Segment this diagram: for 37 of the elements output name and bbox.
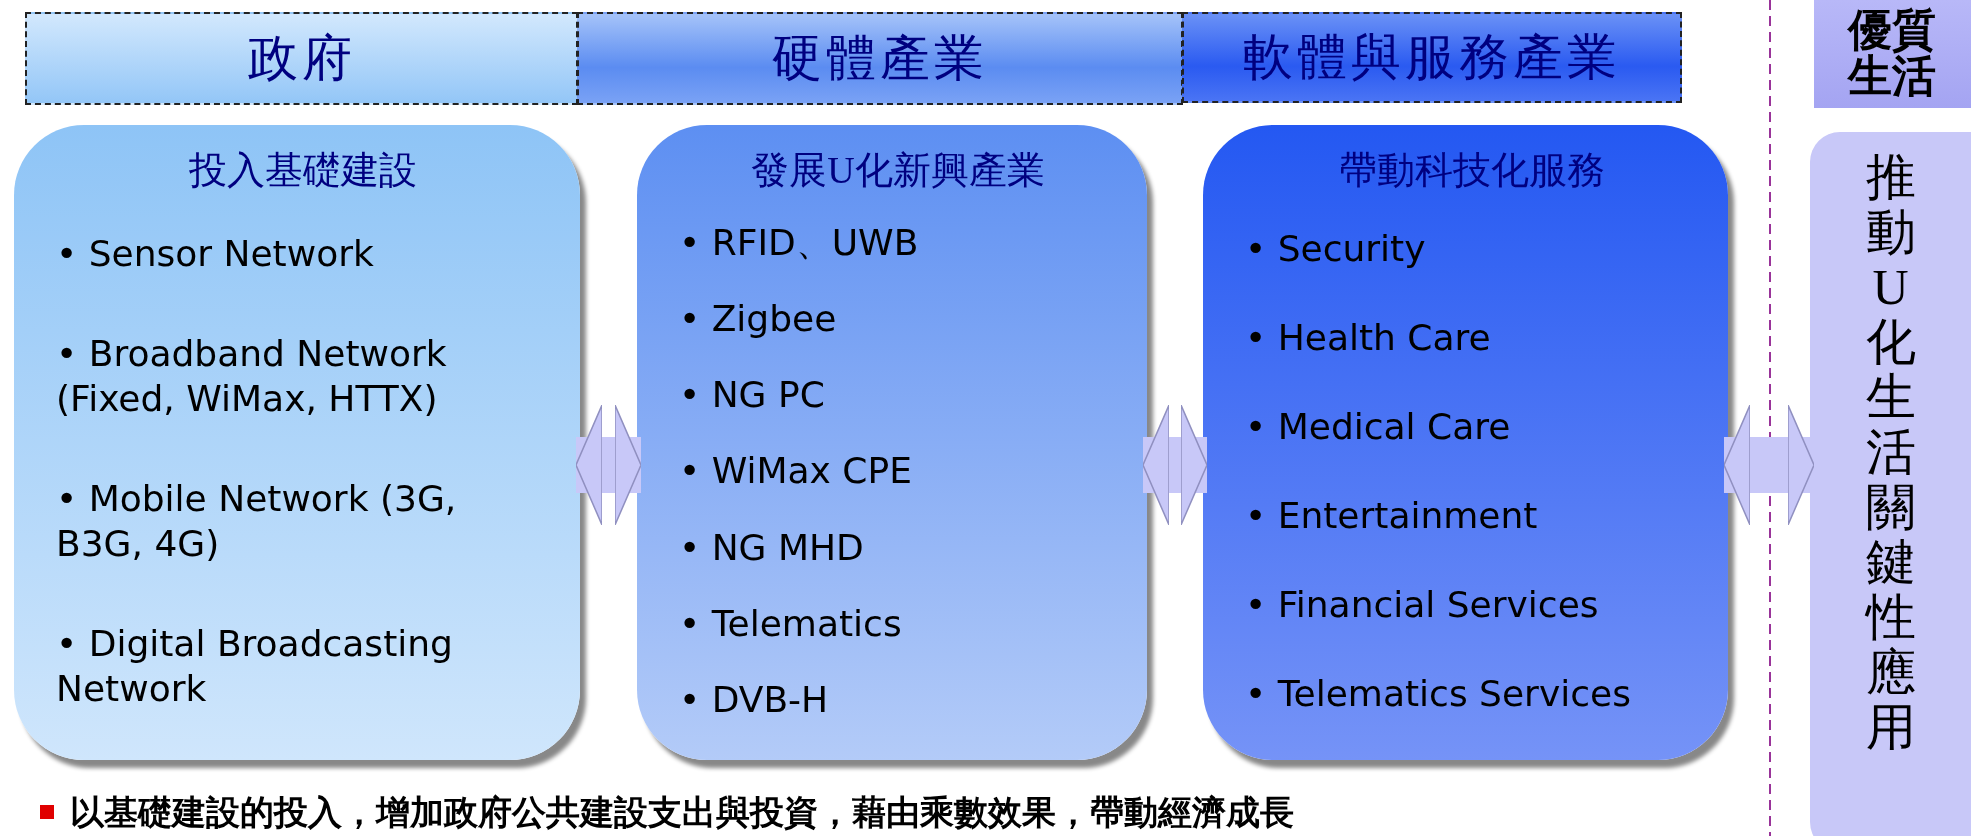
double-arrow (1723, 404, 1815, 526)
bullet-item: • Sensor Network (56, 232, 375, 277)
note-text: 以基礎建設的投入，增加政府公共建設支出與投資，藉由乘數效果，帶動經濟成長 (70, 793, 1294, 833)
bullet-item: • Digital Broadcasting Network (56, 621, 454, 711)
bullet-item: • Entertainment (1245, 494, 1539, 538)
category-label: 優質生活 (1846, 7, 1938, 101)
bullet-item: • Telematics Services (1245, 672, 1632, 716)
bullet-item: • NG MHD (679, 525, 865, 570)
column-panel (14, 125, 580, 760)
header-band (1182, 12, 1682, 103)
column-heading: 發展U化新興產業 (750, 148, 1046, 193)
bullet-item: • Financial Services (1245, 583, 1600, 627)
bullet-item: • Security (1245, 227, 1427, 271)
bullet-item: • Broadband Network (Fixed, WiMax, HTTX) (56, 332, 448, 422)
bullet-item: • Health Care (1245, 316, 1492, 360)
band-label: 軟體與服務產業 (1243, 28, 1621, 87)
band-label: 硬體產業 (772, 29, 988, 88)
bullet-item: • Medical Care (1245, 405, 1512, 449)
double-arrow (575, 404, 642, 526)
bullet-item: • RFID、UWB (679, 220, 920, 265)
column-heading: 帶動科技化服務 (1337, 148, 1606, 193)
bullet-item: • Telematics (679, 602, 903, 647)
bullet-item: • Zigbee (679, 296, 838, 341)
header-band (25, 12, 578, 105)
column-heading: 投入基礎建設 (188, 148, 418, 193)
bullet-item: • DVB-H (679, 678, 830, 723)
bullet-item: • NG PC (679, 373, 826, 418)
column-panel (637, 125, 1147, 760)
vertical-label: 推動U化生活關鍵性應用 (1865, 150, 1916, 757)
column-panel (1203, 125, 1728, 760)
bullet-item: • Mobile Network (3G, B3G, 4G) (56, 476, 458, 566)
bullet-item: • WiMax CPE (679, 449, 913, 494)
category-box (1814, 0, 1971, 108)
header-band (577, 12, 1183, 105)
double-arrow (1142, 404, 1208, 526)
band-label: 政府 (247, 29, 356, 88)
vertical-panel (1810, 132, 1971, 836)
